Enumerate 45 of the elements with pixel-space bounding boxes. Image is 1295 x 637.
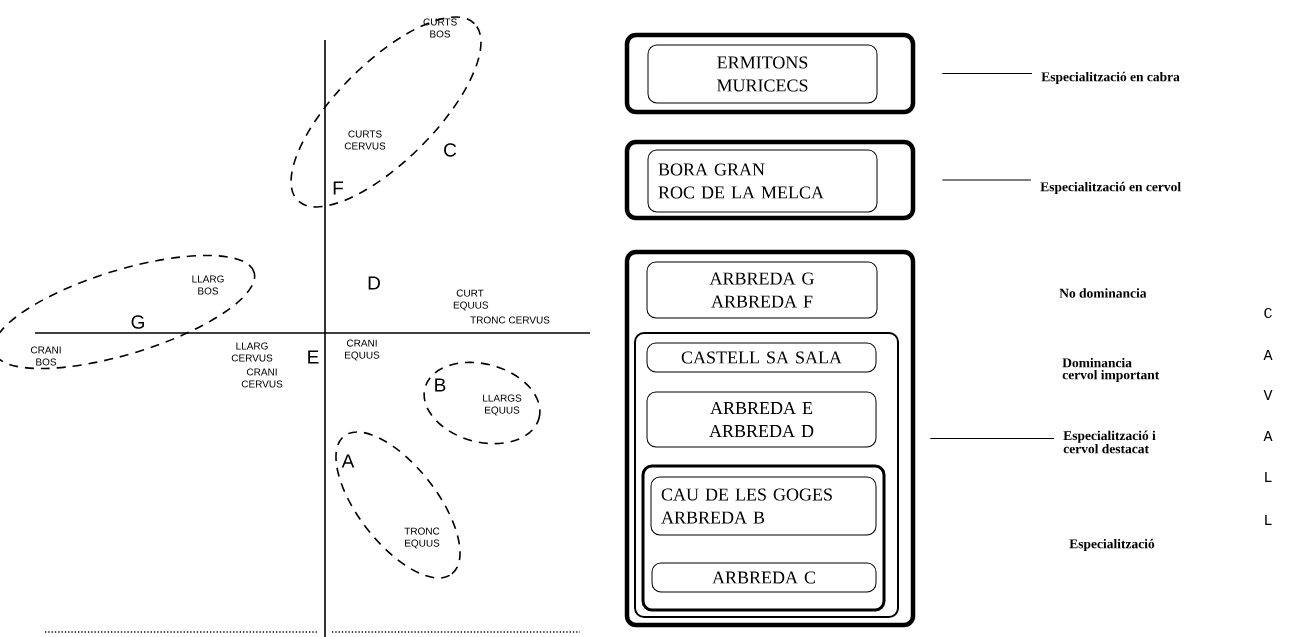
- variable-label: TRONC CERVUS: [470, 316, 550, 324]
- group-frame: [624, 32, 916, 115]
- variable-label: CURTS BOS: [423, 18, 457, 38]
- site-box: ARBREDA G ARBREDA F: [646, 261, 878, 319]
- point-label: C: [444, 143, 457, 157]
- site-box: ARBREDA E ARBREDA D: [646, 391, 877, 448]
- connector-line: [941, 72, 1033, 75]
- site-box: ARBREDA C: [651, 562, 877, 593]
- category-label: Especialització en cervol: [1040, 181, 1181, 195]
- variable-label: LLARG BOS: [192, 275, 224, 295]
- group-frame: [624, 139, 916, 221]
- category-label: Especialització: [1069, 538, 1155, 552]
- category-label: Especialització i cervol destacat: [1063, 430, 1156, 454]
- variable-label: TRONC EQUUS: [404, 527, 440, 549]
- vertical-letter: C: [1264, 307, 1272, 319]
- site-box: ERMITONS MURICECS: [647, 44, 878, 104]
- group-frame: [624, 249, 916, 628]
- vertical-letter: A: [1263, 431, 1273, 441]
- vertical-letter: A: [1263, 350, 1273, 360]
- vertical-letter: L: [1265, 472, 1272, 482]
- category-label: No dominancia: [1059, 288, 1147, 298]
- point-label: B: [435, 378, 446, 392]
- connector-line: [929, 437, 1055, 440]
- variable-label: LLARGS EQUUS: [483, 394, 522, 416]
- vertical-letter: V: [1263, 390, 1273, 400]
- site-box: BORA GRAN ROC DE LA MELCA: [647, 149, 878, 213]
- site-box: CASTELL SA SALA: [646, 342, 877, 373]
- category-label: Dominancia cervol important: [1062, 357, 1160, 383]
- point-label: D: [368, 276, 380, 290]
- variable-label: CRANI EQUUS: [345, 339, 380, 361]
- variable-label: LLARG CERVUS: [231, 342, 273, 362]
- category-label: Especialització en cabra: [1041, 71, 1180, 85]
- vertical-letter: L: [1265, 515, 1272, 525]
- point-label: A: [341, 454, 355, 468]
- point-label: G: [131, 315, 144, 329]
- point-label: F: [333, 181, 344, 195]
- variable-label: CURT EQUUS: [453, 289, 489, 311]
- group-frame: [634, 332, 899, 618]
- connector-line: [941, 179, 1032, 181]
- point-label: E: [308, 350, 319, 364]
- variable-label: CURTS CERVUS: [344, 130, 386, 150]
- variable-label: CRANI BOS: [30, 346, 61, 366]
- variable-label: CRANI CERVUS: [241, 368, 283, 388]
- site-box: CAU DE LES GOGES ARBREDA B: [650, 476, 877, 536]
- group-frame: [641, 464, 886, 612]
